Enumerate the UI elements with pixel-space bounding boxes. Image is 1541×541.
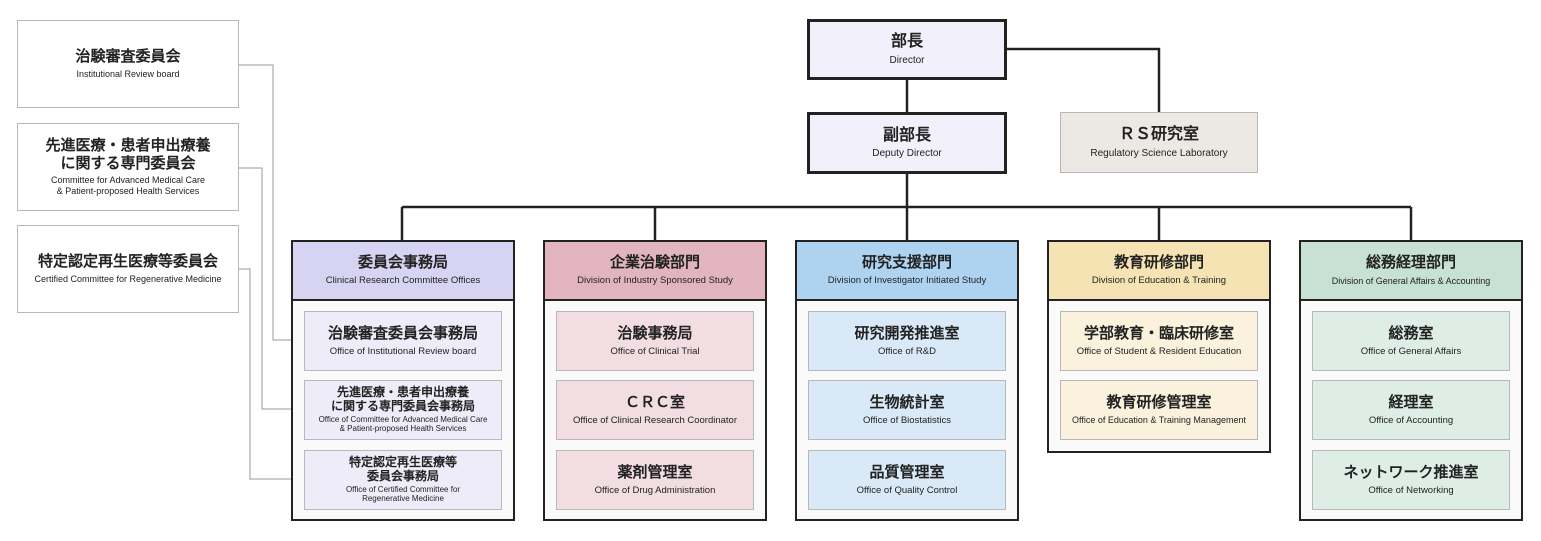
- committee-irb: 治験審査委員会 Institutional Review board: [17, 20, 239, 108]
- division-subtitle: Clinical Research Committee Offices: [325, 275, 481, 287]
- division-title: 総務経理部門: [1365, 253, 1456, 272]
- office-subtitle: Office of Quality Control: [856, 484, 958, 496]
- division-title: 教育研修部門: [1113, 253, 1204, 272]
- director-box: 部長 Director: [807, 19, 1007, 80]
- division-subtitle: Division of Industry Sponsored Study: [577, 275, 733, 287]
- office-box: ＣＲＣ室 Office of Clinical Research Coordin…: [556, 380, 754, 440]
- office-title: 薬剤管理室: [617, 462, 693, 481]
- committee-title: 先進医療・患者申出療養 に関する専門委員会: [45, 136, 211, 172]
- division-title: 研究支援部門: [861, 253, 952, 272]
- office-box: 生物統計室 Office of Biostatistics: [808, 380, 1006, 440]
- office-subtitle: Office of Networking: [1368, 484, 1454, 496]
- office-subtitle: Office of Education & Training Managemen…: [1072, 415, 1246, 426]
- office-subtitle: Office of Accounting: [1368, 414, 1454, 426]
- office-subtitle: Office of Drug Administration: [594, 484, 716, 496]
- office-box: 教育研修管理室 Office of Education & Training M…: [1060, 380, 1258, 440]
- division-subtitle: Division of Investigator Initiated Study: [827, 275, 987, 287]
- division-header: 委員会事務局 Clinical Research Committee Offic…: [293, 242, 513, 301]
- office-box: 研究開発推進室 Office of R&D: [808, 311, 1006, 371]
- office-title: 教育研修管理室: [1106, 392, 1212, 411]
- office-title: 生物統計室: [869, 392, 945, 411]
- office-title: ＣＲＣ室: [624, 392, 685, 411]
- office-title: 品質管理室: [869, 462, 945, 481]
- office-subtitle: Office of Student & Resident Education: [1076, 345, 1242, 357]
- deputy-director-subtitle: Deputy Director: [872, 148, 942, 160]
- office-box: 治験審査委員会事務局 Office of Institutional Revie…: [304, 311, 502, 371]
- committee-regenerative: 特定認定再生医療等委員会 Certified Committee for Reg…: [17, 225, 239, 313]
- office-subtitle: Office of Certified Committee for Regene…: [345, 485, 461, 503]
- committee-subtitle: Certified Committee for Regenerative Med…: [34, 274, 222, 285]
- office-title: 治験審査委員会事務局: [327, 323, 478, 342]
- org-tree-lines: [400, 47, 1413, 241]
- office-subtitle: Office of Committee for Advanced Medical…: [318, 415, 488, 433]
- office-box: 学部教育・臨床研修室 Office of Student & Resident …: [1060, 311, 1258, 371]
- committee-subtitle: Committee for Advanced Medical Care & Pa…: [50, 174, 206, 196]
- office-box: 薬剤管理室 Office of Drug Administration: [556, 450, 754, 510]
- deputy-director-box: 副部長 Deputy Director: [807, 112, 1007, 174]
- office-box: 治験事務局 Office of Clinical Trial: [556, 311, 754, 371]
- office-title: 先進医療・患者申出療養 に関する専門委員会事務局: [330, 385, 475, 414]
- office-subtitle: Office of Biostatistics: [863, 414, 951, 426]
- office-title: 研究開発推進室: [854, 323, 960, 342]
- committee-advanced-care: 先進医療・患者申出療養 に関する専門委員会 Committee for Adva…: [17, 123, 239, 211]
- division-committee-offices: 委員会事務局 Clinical Research Committee Offic…: [291, 240, 515, 521]
- office-box: 総務室 Office of General Affairs: [1312, 311, 1510, 371]
- office-box: 特定認定再生医療等 委員会事務局 Office of Certified Com…: [304, 450, 502, 510]
- division-header: 総務経理部門 Division of General Affairs & Acc…: [1301, 242, 1521, 301]
- office-box: 先進医療・患者申出療養 に関する専門委員会事務局 Office of Commi…: [304, 380, 502, 440]
- office-title: 総務室: [1388, 323, 1434, 342]
- division-education-training: 教育研修部門 Division of Education & Training …: [1047, 240, 1271, 453]
- office-subtitle: Office of Institutional Review board: [329, 345, 477, 357]
- committee-title: 特定認定再生医療等委員会: [37, 251, 218, 270]
- office-box: 経理室 Office of Accounting: [1312, 380, 1510, 440]
- deputy-director-title: 副部長: [882, 124, 931, 144]
- office-subtitle: Office of R&D: [878, 345, 936, 357]
- office-title: 特定認定再生医療等 委員会事務局: [348, 455, 457, 484]
- committee-subtitle: Institutional Review board: [76, 69, 180, 80]
- director-subtitle: Director: [889, 54, 925, 66]
- director-title: 部長: [890, 31, 923, 51]
- rs-laboratory-subtitle: Regulatory Science Laboratory: [1090, 147, 1228, 159]
- committee-link-lines: [238, 64, 304, 480]
- division-general-affairs: 総務経理部門 Division of General Affairs & Acc…: [1299, 240, 1523, 521]
- office-title: 治験事務局: [617, 323, 693, 342]
- office-subtitle: Office of Clinical Trial: [610, 345, 700, 357]
- office-box: ネットワーク推進室 Office of Networking: [1312, 450, 1510, 510]
- division-subtitle: Division of General Affairs & Accounting: [1331, 275, 1491, 286]
- office-box: 品質管理室 Office of Quality Control: [808, 450, 1006, 510]
- committee-title: 治験審査委員会: [75, 46, 181, 65]
- office-title: 経理室: [1388, 392, 1434, 411]
- division-header: 企業治験部門 Division of Industry Sponsored St…: [545, 242, 765, 301]
- division-title: 企業治験部門: [609, 253, 700, 272]
- division-industry-sponsored: 企業治験部門 Division of Industry Sponsored St…: [543, 240, 767, 521]
- division-header: 教育研修部門 Division of Education & Training: [1049, 242, 1269, 301]
- rs-laboratory-title: ＲＳ研究室: [1118, 124, 1199, 144]
- rs-laboratory-box: ＲＳ研究室 Regulatory Science Laboratory: [1060, 112, 1258, 173]
- division-subtitle: Division of Education & Training: [1091, 275, 1227, 287]
- office-subtitle: Office of Clinical Research Coordinator: [572, 414, 738, 426]
- office-title: ネットワーク推進室: [1343, 462, 1479, 481]
- division-investigator-initiated: 研究支援部門 Division of Investigator Initiate…: [795, 240, 1019, 521]
- division-header: 研究支援部門 Division of Investigator Initiate…: [797, 242, 1017, 301]
- office-subtitle: Office of General Affairs: [1360, 345, 1462, 357]
- division-title: 委員会事務局: [357, 253, 448, 272]
- office-title: 学部教育・臨床研修室: [1083, 323, 1234, 342]
